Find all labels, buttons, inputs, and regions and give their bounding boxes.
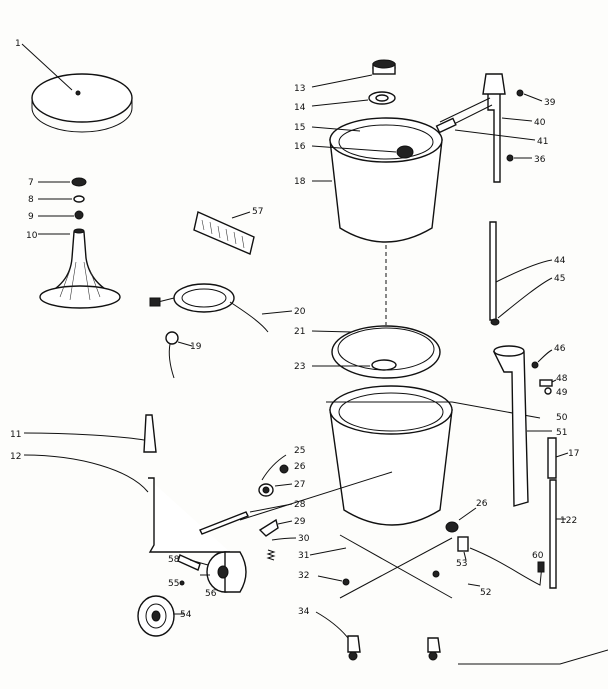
callout-15: 15: [294, 123, 305, 133]
callout-8: 8: [28, 195, 34, 205]
part-50-cabinet: [326, 385, 541, 526]
part-13-hub-nut: [311, 59, 396, 88]
callout-30: 30: [298, 534, 310, 544]
callout-20: 20: [294, 307, 306, 317]
callout-17: 17: [568, 449, 579, 459]
callout-21: 21: [294, 327, 305, 337]
part-48-screw: [539, 379, 557, 387]
callout-49: 49: [556, 388, 568, 398]
callout-27: 27: [294, 480, 305, 490]
callout-46: 46: [554, 344, 566, 354]
callout-56: 56: [205, 589, 217, 599]
callout-7: 7: [28, 178, 34, 188]
part-41-valve-bracket: [435, 117, 536, 141]
part-46-clip: [531, 349, 553, 369]
part-26-nut-a: [279, 464, 289, 474]
callout-labels: 1 7 8 9 10 11 12 13 14 15 16 18 19 20 21…: [10, 39, 579, 620]
part-51-pump-channel: [492, 345, 552, 507]
part-7-agitator-cap: [38, 177, 87, 187]
callout-19: 19: [190, 342, 202, 352]
part-45-hose-end: [490, 277, 553, 326]
callout-53: 53: [456, 559, 467, 569]
part-30-spring: [266, 537, 297, 561]
part-31-cross-brace: [309, 534, 453, 599]
callout-25: 25: [294, 446, 305, 456]
callout-51: 51: [556, 428, 567, 438]
part-25-pulley-spring: [261, 454, 287, 481]
callout-26-a: 26: [294, 462, 306, 472]
callout-28: 28: [294, 500, 306, 510]
part-39-valve-cap: [516, 89, 543, 102]
callout-14: 14: [294, 103, 306, 113]
callout-58: 58: [168, 555, 180, 565]
part-26-nut-b: [445, 507, 477, 533]
callout-36: 36: [534, 155, 546, 165]
part-20-power-cord: [149, 283, 293, 333]
callout-32: 32: [298, 571, 309, 581]
part-28-linkage-rod: [199, 471, 393, 535]
part-14-hub-gasket: [311, 91, 396, 107]
callout-9: 9: [28, 212, 34, 222]
callout-44: 44: [554, 256, 566, 266]
callout-31: 31: [298, 551, 309, 561]
part-36-screw: [506, 154, 532, 162]
part-29-bracket: [258, 518, 293, 537]
callout-34: 34: [298, 607, 310, 617]
part-12-drive-shaft: [23, 454, 232, 553]
part-11-shaft-tube: [23, 414, 157, 453]
callout-39: 39: [544, 98, 556, 108]
part-9-seal: [38, 210, 84, 220]
part-27-bearing: [258, 483, 293, 497]
callout-10: 10: [26, 231, 38, 241]
part-58-motor-mount: [177, 554, 209, 571]
callout-23: 23: [294, 362, 305, 372]
callout-54: 54: [180, 610, 192, 620]
callout-48: 48: [556, 374, 568, 384]
part-40-valve-body: [439, 73, 533, 183]
callout-18: 18: [294, 177, 306, 187]
callout-29: 29: [294, 517, 306, 527]
part-57-lint-brush: [193, 211, 255, 255]
callout-45: 45: [554, 274, 565, 284]
callout-11: 11: [10, 430, 21, 440]
part-21-base-ring: [311, 325, 441, 379]
part-49-washer: [544, 387, 552, 395]
callout-13: 13: [294, 84, 305, 94]
part-16-tub-fitting: [311, 145, 414, 159]
part-18-tub: [312, 117, 443, 243]
callout-55: 55: [168, 579, 179, 589]
part-55-set-screw: [179, 580, 185, 586]
callout-57: 57: [252, 207, 263, 217]
callout-26-b: 26: [476, 499, 488, 509]
part-56-motor: [200, 551, 247, 593]
part-1-lid: [21, 43, 133, 133]
part-17-tube: [547, 437, 569, 479]
part-32-screw: [317, 570, 440, 586]
callout-41: 41: [537, 137, 548, 147]
callout-40: 40: [534, 118, 546, 128]
callout-50: 50: [556, 413, 568, 423]
part-54-motor-pulley: [137, 595, 184, 637]
part-23-base-gasket: [312, 359, 397, 371]
callout-122: 122: [560, 516, 577, 526]
part-19-clamp: [165, 331, 193, 379]
part-122-support-rod: [549, 479, 566, 589]
part-8-washer: [38, 195, 85, 203]
part-52-wire-lead: [467, 547, 543, 587]
part-44-hose: [489, 221, 553, 321]
callout-52: 52: [480, 588, 491, 598]
callout-60: 60: [532, 551, 544, 561]
part-34-caster: [315, 611, 441, 661]
part-53-switch: [457, 536, 469, 561]
part-60-drain-tube: [537, 561, 545, 573]
callout-1: 1: [15, 39, 21, 49]
part-15-tub-ring: [311, 126, 361, 132]
base-outline: [458, 649, 608, 665]
part-10-agitator: [38, 228, 121, 309]
callout-12: 12: [10, 452, 21, 462]
callout-16: 16: [294, 142, 306, 152]
